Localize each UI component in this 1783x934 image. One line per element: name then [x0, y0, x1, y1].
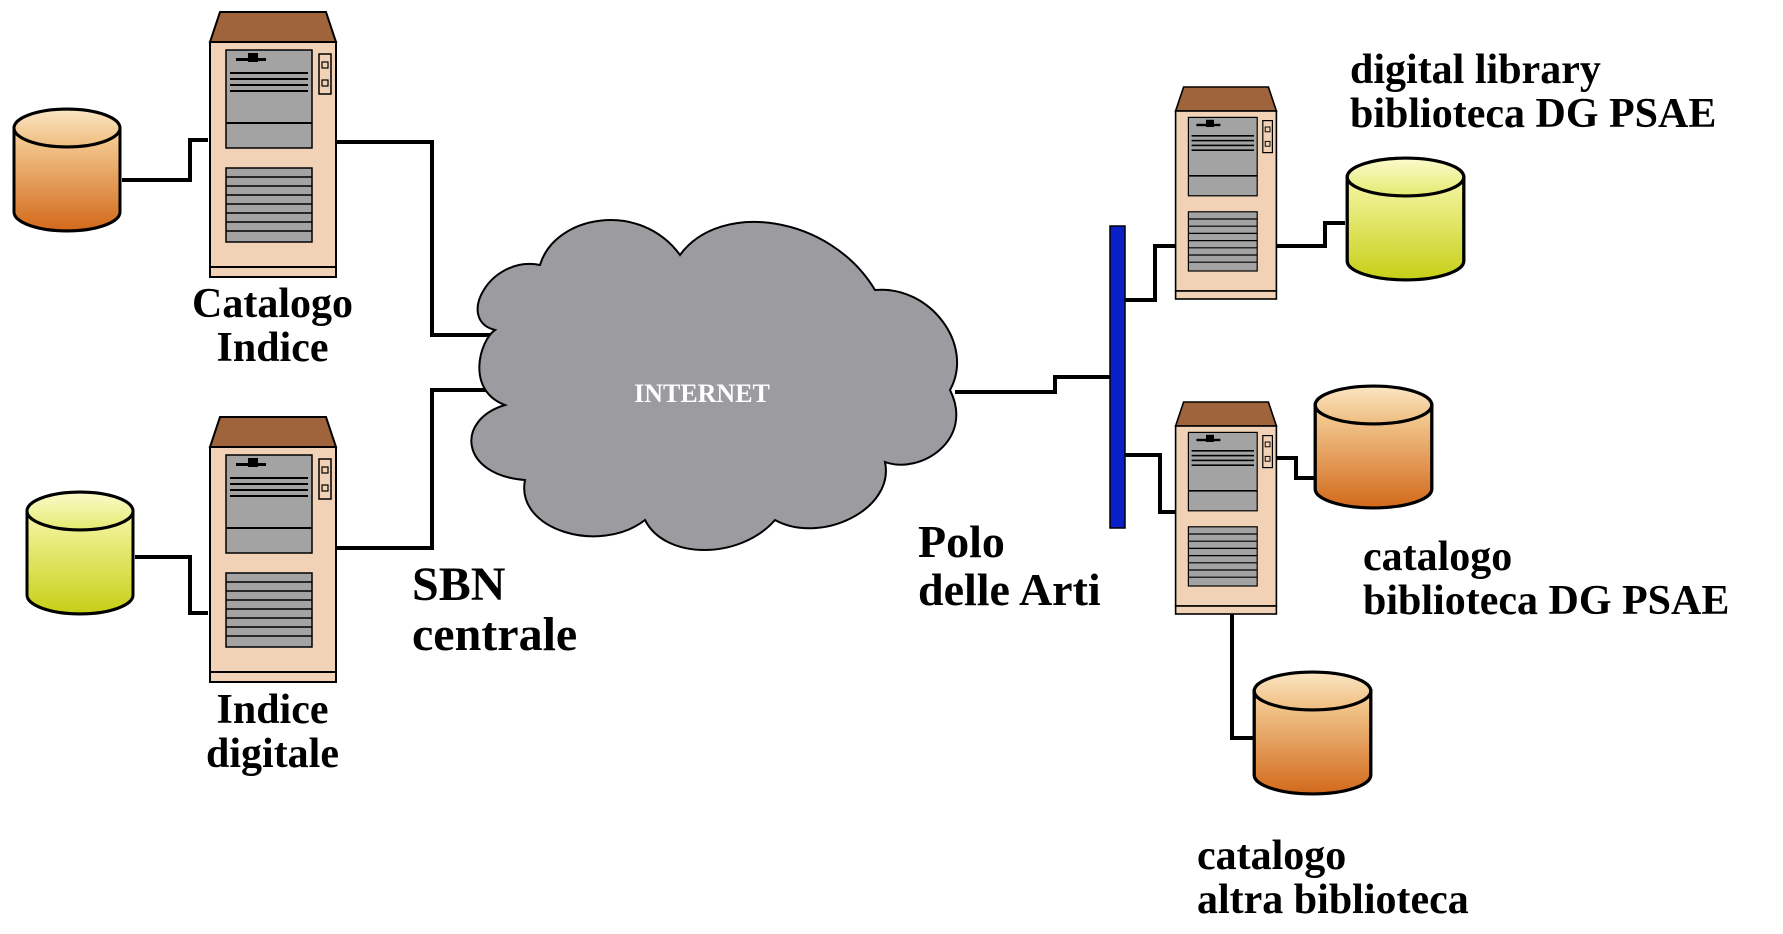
label-indice-digitale: Indice digitale — [206, 687, 339, 778]
internet-label: INTERNET — [634, 379, 770, 408]
link-bus-catalogo-server — [1125, 453, 1175, 514]
network-bus — [1109, 225, 1126, 529]
server-digital-library — [1174, 86, 1278, 300]
label-digital-library: digital library biblioteca DG PSAE — [1350, 47, 1717, 138]
label-catalogo-biblioteca: catalogo biblioteca DG PSAE — [1363, 534, 1730, 625]
label-sbn-centrale: SBN centrale — [412, 558, 578, 662]
label-catalogo-indice: Catalogo Indice — [192, 281, 353, 372]
internet-cloud: INTERNET — [470, 219, 959, 551]
database-catalogo-biblioteca — [1313, 384, 1434, 510]
connection-lines — [122, 138, 1345, 740]
database-catalogo-altra — [1252, 670, 1373, 796]
label-catalogo-altra: catalogo altra biblioteca — [1197, 833, 1469, 924]
server-catalogo-indice — [209, 11, 337, 278]
link-dl-server-db — [1276, 221, 1345, 248]
database-indice-digitale — [25, 490, 135, 616]
database-catalogo-indice — [12, 107, 122, 233]
link-db-indice-digitale — [135, 555, 208, 615]
link-catalogo-server-altra-db — [1230, 610, 1255, 740]
label-polo-delle-arti: Polo delle Arti — [918, 516, 1101, 616]
link-internet-polo — [955, 375, 1115, 394]
link-catalogo-indice-internet — [335, 140, 515, 337]
link-db-catalogo-indice — [122, 138, 208, 182]
database-digital-library — [1345, 156, 1466, 282]
link-indice-digitale-internet — [335, 388, 495, 550]
link-bus-dl-server — [1125, 244, 1175, 302]
server-catalogo-biblioteca — [1174, 401, 1278, 615]
server-indice-digitale — [209, 416, 337, 683]
link-catalogo-server-db — [1276, 456, 1316, 480]
